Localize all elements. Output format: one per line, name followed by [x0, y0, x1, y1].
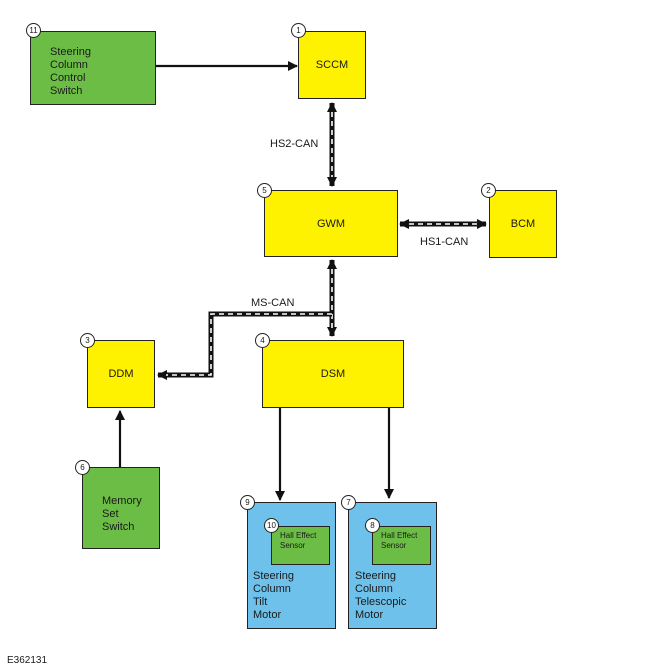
switch-line-1: Steering [50, 46, 91, 58]
telescopic-line-4: Motor [355, 609, 384, 621]
ms-can-bus [157, 259, 337, 380]
memory-line-1: Memory [102, 495, 142, 507]
memory-line-3: Switch [102, 521, 135, 533]
tilt-line-4: Motor [253, 609, 282, 621]
steering-column-telescopic-motor: Steering Column Telescopic Motor [348, 502, 437, 629]
badge-8: 8 [365, 518, 380, 533]
figure-id: E362131 [7, 655, 48, 666]
ms-can-label: MS-CAN [251, 297, 295, 309]
memory-line-2: Set [102, 508, 119, 520]
badge-11: 11 [26, 23, 41, 38]
bcm-label: BCM [510, 218, 536, 230]
dsm-module: DSM [262, 340, 404, 408]
tilt-line-3: Tilt [253, 596, 268, 608]
telescopic-line-1: Steering [355, 570, 396, 582]
ddm-label: DDM [108, 368, 134, 380]
tilt-sensor-line-1: Hall Effect [280, 531, 317, 540]
hall-effect-sensor-tilt: Hall Effect Sensor [271, 526, 330, 565]
sccm-module: SCCM [298, 31, 366, 99]
ddm-module: DDM [87, 340, 155, 408]
sccm-label: SCCM [315, 59, 349, 71]
memory-set-switch: Memory Set Switch [82, 467, 160, 549]
badge-3: 3 [80, 333, 95, 348]
steering-column-control-switch: Steering Column Control Switch [30, 31, 156, 105]
badge-5: 5 [257, 183, 272, 198]
steering-column-tilt-motor: Steering Column Tilt Motor [247, 502, 336, 629]
badge-1: 1 [291, 23, 306, 38]
hs2-can-label: HS2-CAN [270, 138, 319, 150]
telescopic-line-2: Column [355, 583, 393, 595]
dsm-label: DSM [320, 368, 346, 380]
switch-line-4: Switch [50, 85, 83, 97]
badge-7: 7 [341, 495, 356, 510]
badge-9: 9 [240, 495, 255, 510]
gwm-label: GWM [316, 217, 346, 230]
badge-10: 10 [264, 518, 279, 533]
badge-6: 6 [75, 460, 90, 475]
badge-2: 2 [481, 183, 496, 198]
switch-line-2: Column [50, 59, 88, 71]
badge-4: 4 [255, 333, 270, 348]
switch-line-3: Control [50, 72, 86, 84]
hall-effect-sensor-telescopic: Hall Effect Sensor [372, 526, 431, 565]
bcm-module: BCM [489, 190, 557, 258]
tilt-line-1: Steering [253, 570, 294, 582]
tilt-sensor-line-2: Sensor [280, 541, 306, 550]
telescopic-sensor-line-2: Sensor [381, 541, 407, 550]
telescopic-line-3: Telescopic [355, 596, 407, 608]
hs1-can-label: HS1-CAN [420, 236, 469, 248]
gwm-module: GWM [264, 190, 398, 257]
telescopic-sensor-line-1: Hall Effect [381, 531, 418, 540]
tilt-line-2: Column [253, 583, 291, 595]
